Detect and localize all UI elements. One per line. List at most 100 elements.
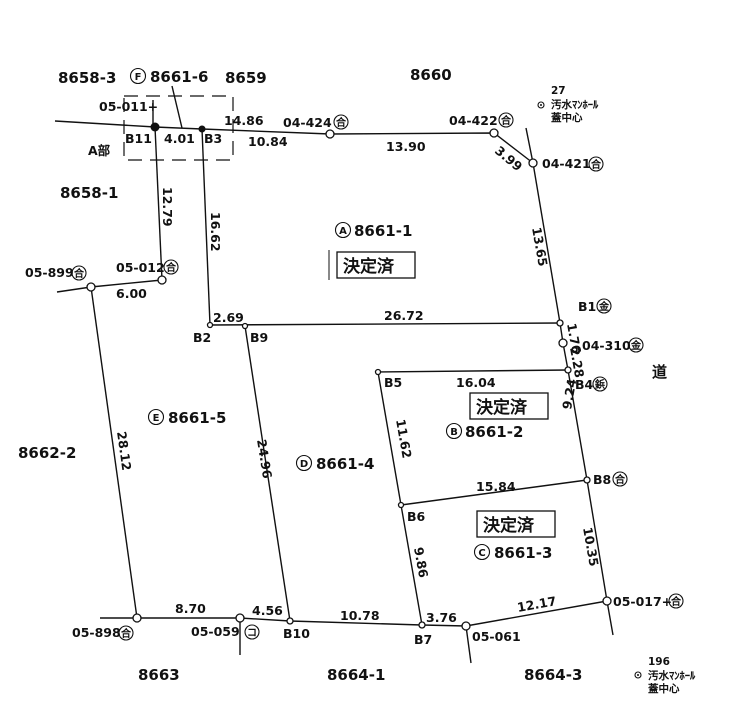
label-b6: B6 <box>407 509 426 524</box>
lot-marker-d: D <box>300 459 308 470</box>
point-05-898 <box>132 613 142 623</box>
dim-13-65: 13.65 <box>529 226 551 268</box>
lot-f-west <box>154 126 163 281</box>
label-04-421: 04-421 <box>542 156 591 171</box>
point-b9 <box>241 322 249 330</box>
b9-b10-line <box>244 325 291 622</box>
point-b11 <box>150 122 160 132</box>
label-b8: B8 <box>593 472 611 487</box>
dim-12-17: 12.17 <box>516 593 558 615</box>
point-05-012 <box>157 275 167 285</box>
point-05-061 <box>461 621 471 631</box>
manhole-label: 蓋中心 <box>648 682 680 695</box>
lot-marker-a: A <box>339 226 347 237</box>
lot-d-label: D 8661-4 <box>295 454 374 473</box>
point-b10 <box>286 617 294 625</box>
label-b9: B9 <box>250 330 268 345</box>
b5-b7-line <box>377 371 423 626</box>
mark-go: 合 <box>73 267 85 280</box>
label-05-059: 05-059 <box>191 624 240 639</box>
lot-8661-3: 8661-3 <box>494 544 552 562</box>
lot-8664-1: 8664-1 <box>327 666 385 684</box>
label-b2: B2 <box>193 330 211 345</box>
label-05-899: 05-899 <box>25 265 74 280</box>
lot-8659: 8659 <box>225 69 267 87</box>
lot-8663: 8663 <box>138 666 180 684</box>
stamp-text: 決定済 <box>343 256 395 277</box>
boundary-lines <box>54 85 614 664</box>
manhole-27: 27 汚水ﾏﾝﾎｰﾙ 蓋中心 <box>537 85 599 124</box>
lot-e-west <box>90 286 138 619</box>
dim-1-76: 1.76 <box>564 322 584 355</box>
dim-2-69: 2.69 <box>213 310 244 325</box>
mark-go: 合 <box>500 114 512 127</box>
dim-14-86: 14.86 <box>224 113 264 128</box>
survey-points <box>86 122 612 631</box>
lot-8661-6: 8661-6 <box>150 68 208 86</box>
dim-3-99: 3.99 <box>492 143 525 174</box>
dim-4-01: 4.01 <box>164 131 195 146</box>
dim-8-70: 8.70 <box>175 601 206 616</box>
label-b10: B10 <box>283 626 310 641</box>
dim-13-90: 13.90 <box>386 139 426 154</box>
lot-a-label: A 8661-1 <box>334 221 412 240</box>
lot-b-label: 決定済 B 8661-2 <box>445 392 549 441</box>
north-extension <box>525 127 534 164</box>
manhole-number: 196 <box>648 656 670 668</box>
manhole-label: 蓋中心 <box>551 111 583 124</box>
lot-8660: 8660 <box>410 66 452 84</box>
manhole-label: 汚水ﾏﾝﾎｰﾙ <box>648 669 696 682</box>
point-b5 <box>374 368 382 376</box>
label-05-017: 05-017+ <box>613 594 672 609</box>
label-b3: B3 <box>204 131 222 146</box>
point-b4 <box>564 366 572 374</box>
point-05-017 <box>602 596 612 606</box>
point-b6 <box>397 501 405 509</box>
lot-f-leader <box>171 85 183 129</box>
mark-kou: 鋲 <box>595 378 605 391</box>
mark-go: 合 <box>165 261 177 274</box>
label-b4: B4 <box>575 377 594 392</box>
lot-8658-1: 8658-1 <box>60 184 118 202</box>
manhole-number: 27 <box>551 85 566 97</box>
b3-b2-line <box>201 128 211 326</box>
label-b1: B1 <box>578 299 596 314</box>
lot-c-label: 決定済 C 8661-3 <box>473 510 556 562</box>
dim-4-56: 4.56 <box>252 603 283 618</box>
point-04-422 <box>489 128 499 138</box>
lot-marker-b: B <box>450 427 458 438</box>
dim-15-84: 15.84 <box>476 479 516 494</box>
stamp-a: 決定済 <box>328 250 416 280</box>
point-b7 <box>418 621 426 629</box>
manhole-196: 196 汚水ﾏﾝﾎｰﾙ 蓋中心 <box>634 656 696 695</box>
mark-kin: 金 <box>630 339 642 352</box>
stamp-text: 決定済 <box>483 515 535 536</box>
label-b7: B7 <box>414 632 432 647</box>
dim-16-04: 16.04 <box>456 375 496 390</box>
lot-8661-5: 8661-5 <box>168 409 226 427</box>
north-boundary <box>54 120 534 164</box>
point-b8 <box>583 476 591 484</box>
dim-12-79: 12.79 <box>160 187 175 227</box>
lot-marker-e: E <box>153 413 160 424</box>
point-05-899 <box>86 282 96 292</box>
point-05-059 <box>235 613 245 623</box>
lot-8664-3: 8664-3 <box>524 666 582 684</box>
point-04-310 <box>558 338 568 348</box>
label-05-061: 05-061 <box>472 629 521 644</box>
stamp-text: 決定済 <box>476 397 528 418</box>
point-b1 <box>556 319 564 327</box>
mark-go: 合 <box>670 595 682 608</box>
dim-11-62: 11.62 <box>393 418 415 460</box>
dim-16-62: 16.62 <box>208 212 223 252</box>
dim-6-00: 6.00 <box>116 286 147 301</box>
lot-8661-4: 8661-4 <box>316 455 374 473</box>
mark-go: 合 <box>590 158 602 171</box>
label-05-898: 05-898 <box>72 625 121 640</box>
lot-e-label: E 8661-5 <box>147 408 226 427</box>
dim-3-76: 3.76 <box>426 610 457 625</box>
b6-b8-line <box>400 479 588 506</box>
dim-28-12: 28.12 <box>114 430 134 471</box>
point-04-424 <box>325 129 335 139</box>
dim-10-78: 10.78 <box>340 608 380 623</box>
